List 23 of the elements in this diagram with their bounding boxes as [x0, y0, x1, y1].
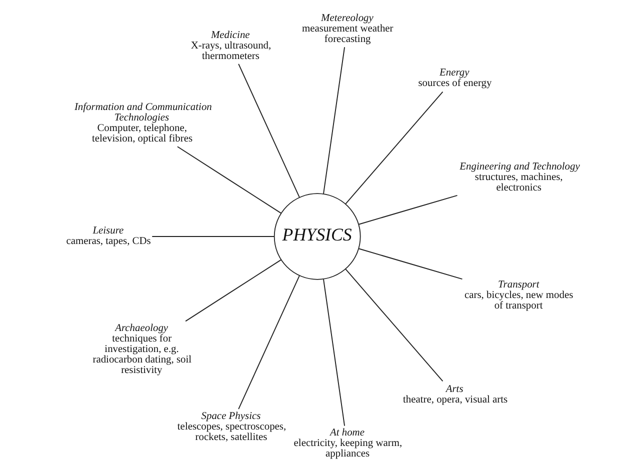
node-text: Archaeology techniques for investigation, e.g. radiocarbon dating, soil resistivity [92, 323, 192, 376]
connector [185, 259, 282, 322]
node-text: Transport cars, bicycles, new modes of transport [464, 279, 574, 312]
node-text: Metereology measurement weather forecasting [302, 13, 394, 46]
connector [238, 275, 300, 410]
node-text: Information and Communication Technologies Computer, telephone, television, optical fibres [74, 102, 212, 144]
connector [323, 278, 346, 426]
connector [345, 91, 444, 204]
connector [323, 46, 346, 194]
node-text: Arts theatre, opera, visual arts [402, 384, 508, 406]
connector [345, 268, 444, 382]
node-text: Engineering and Technology structures, machines, electronics [460, 161, 580, 194]
connector [238, 64, 300, 198]
node-text: Space Physics telescopes, spectroscopes, rockets, satellites [177, 410, 286, 443]
node-circle: PHYSICS [274, 193, 361, 280]
node-text: Leisure cameras, tapes, CDs [66, 226, 151, 248]
node-text: Energy sources of energy [418, 67, 492, 89]
connector [358, 194, 458, 225]
connector [176, 146, 282, 214]
node-text: At home electricity, keeping warm, appliances [294, 428, 402, 460]
node-text: Medicine X-rays, ultrasound, thermometers [190, 30, 272, 62]
connector [152, 236, 275, 237]
connector [358, 248, 463, 280]
